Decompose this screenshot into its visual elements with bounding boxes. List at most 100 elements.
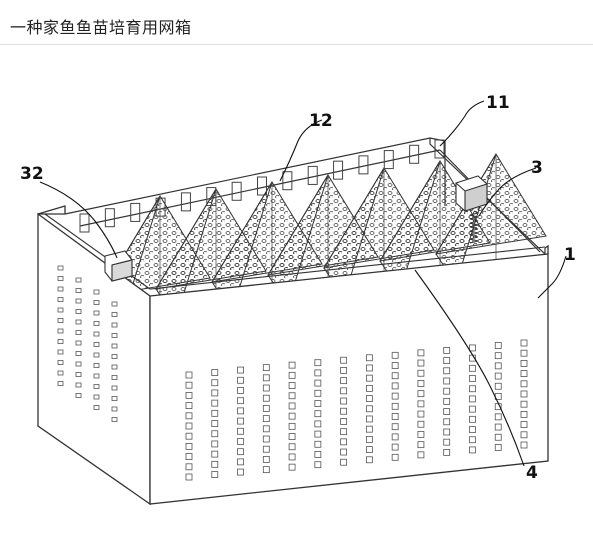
front-hole (365, 364, 373, 372)
front-hole (443, 397, 451, 405)
side-hole (93, 321, 100, 326)
part-32-box (104, 250, 133, 282)
side-hole (93, 363, 100, 368)
front-hole (443, 448, 451, 456)
leader-32 (39, 181, 118, 259)
back-slat (231, 181, 242, 201)
back-wall-slats (79, 139, 445, 233)
front-hole (237, 427, 244, 435)
cage-outer-box (37, 205, 549, 506)
front-hole (185, 381, 193, 389)
front-hole (417, 349, 425, 357)
front-hole (494, 423, 502, 431)
front-hole (391, 423, 399, 431)
side-hole (111, 385, 118, 391)
front-hole (520, 339, 528, 347)
callout-1: 1 (564, 245, 576, 265)
front-hole (340, 418, 348, 425)
patent-figure: 11 12 32 3 1 4 (20, 93, 576, 506)
front-hole (443, 367, 451, 375)
front-hole (237, 397, 244, 405)
side-hole (75, 288, 82, 293)
front-hole (185, 422, 193, 430)
front-hole (520, 359, 528, 367)
front-hole (262, 415, 270, 423)
front-hole (391, 402, 399, 410)
front-hole (185, 432, 193, 440)
front-hole (365, 446, 373, 453)
front-hole (340, 356, 348, 364)
front-hole (237, 468, 244, 476)
front-hole (340, 458, 348, 466)
front-hole (443, 418, 451, 426)
page-header: 一种家鱼鱼苗培育用网箱 (0, 0, 593, 44)
front-hole (288, 433, 296, 440)
front-hole (262, 405, 270, 412)
front-hole (391, 392, 399, 400)
front-hole (314, 430, 322, 438)
back-slat (104, 208, 115, 228)
front-hole (494, 342, 502, 349)
front-hole (211, 450, 219, 458)
front-hole (469, 446, 476, 454)
side-hole (57, 265, 64, 271)
front-hole (443, 408, 451, 415)
front-hole (469, 426, 476, 433)
front-hole (417, 410, 425, 418)
front-hole (288, 463, 296, 471)
side-hole (75, 372, 82, 377)
front-hole (237, 387, 244, 394)
front-hole (443, 377, 451, 385)
side-hole (111, 312, 118, 317)
front-hole (237, 448, 244, 456)
side-hole (93, 405, 100, 410)
side-hole (75, 309, 82, 314)
side-hole (111, 406, 118, 412)
side-hole (93, 331, 100, 337)
front-hole (469, 405, 476, 413)
side-hole (57, 307, 64, 313)
front-hole (443, 428, 451, 436)
front-hole (262, 374, 270, 382)
front-hole (494, 372, 502, 380)
front-hole (211, 430, 219, 438)
side-hole (93, 394, 100, 400)
back-slat (409, 144, 420, 164)
mesh-pyramids (99, 153, 547, 328)
callout-32: 32 (20, 164, 44, 184)
front-hole (340, 407, 348, 415)
leader-3 (478, 167, 537, 217)
front-hole (237, 407, 244, 415)
front-hole (314, 379, 322, 387)
part-3-motor (455, 175, 488, 212)
front-hole (443, 438, 451, 446)
side-hole (57, 370, 64, 376)
front-hole (469, 415, 476, 423)
front-hole (185, 412, 193, 420)
front-hole (417, 369, 425, 377)
back-slat (282, 171, 293, 191)
back-slat (383, 150, 394, 170)
leader-lines (39, 100, 567, 467)
front-hole (262, 425, 270, 433)
front-hole (262, 394, 270, 402)
front-hole (288, 371, 296, 379)
front-hole (288, 361, 296, 369)
front-hole (237, 366, 244, 374)
side-hole (111, 375, 118, 380)
side-hole (57, 297, 64, 302)
front-hole (443, 387, 451, 395)
front-hole (262, 435, 270, 443)
side-hole (57, 286, 64, 292)
side-hole (111, 322, 118, 328)
front-hole (365, 415, 373, 423)
front-hole (314, 389, 322, 397)
front-hole (314, 369, 322, 377)
leader-11 (439, 100, 485, 147)
front-hole (211, 369, 219, 376)
callout-3: 3 (531, 158, 543, 178)
back-slat (358, 155, 369, 175)
front-hole (417, 451, 425, 459)
front-hole (340, 387, 348, 395)
front-hole (314, 410, 322, 418)
